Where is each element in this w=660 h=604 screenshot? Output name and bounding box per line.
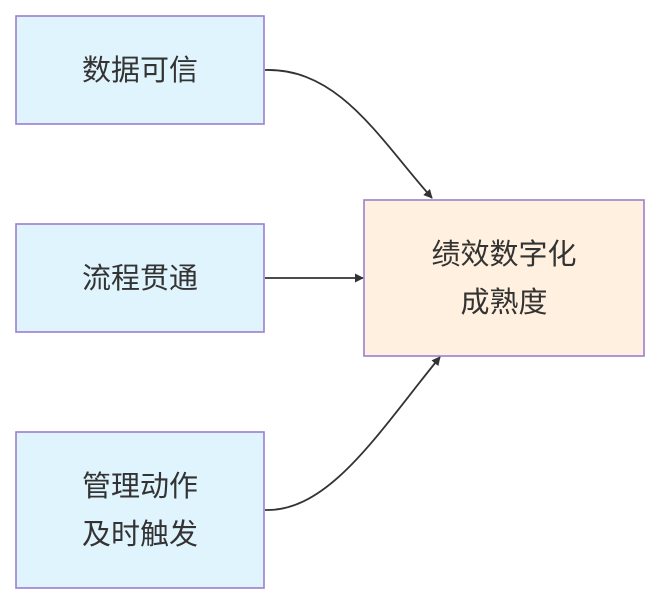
node-performance-maturity: 绩效数字化 成熟度: [363, 199, 645, 357]
node-management-triggered-line-2: 及时触发: [82, 517, 198, 551]
node-process-connected: 流程贯通: [15, 223, 265, 333]
edge-management-triggered-to-maturity: [264, 356, 441, 511]
edge-data-credible-to-maturity: [264, 69, 433, 199]
node-management-triggered: 管理动作 及时触发: [15, 431, 265, 589]
node-performance-maturity-line-1: 绩效数字化: [431, 237, 576, 271]
node-management-triggered-line-1: 管理动作: [82, 469, 198, 503]
node-process-connected-line-1: 流程贯通: [82, 261, 198, 295]
node-data-credible: 数据可信: [15, 15, 265, 125]
node-performance-maturity-line-2: 成熟度: [460, 285, 547, 319]
node-data-credible-line-1: 数据可信: [82, 53, 198, 87]
